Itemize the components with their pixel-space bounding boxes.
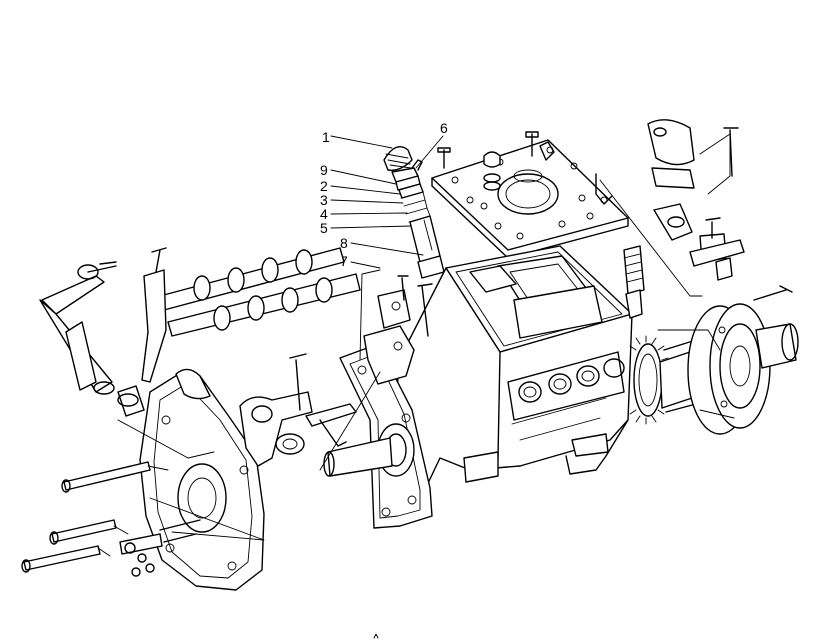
drive-pulley — [687, 285, 799, 435]
foot-mark — [373, 633, 379, 639]
callout-9: 9 — [320, 162, 328, 178]
callout-3: 3 — [320, 192, 328, 208]
delivery-valve-holders — [623, 245, 645, 319]
callout-6: 6 — [440, 120, 448, 136]
governor-spring-assembly — [383, 146, 445, 279]
mounting-bolts — [21, 461, 201, 577]
top-cover-plate — [431, 131, 629, 259]
callout-4: 4 — [320, 206, 328, 222]
callout-2: 2 — [320, 178, 328, 194]
drive-gear — [629, 335, 697, 425]
front-cover — [139, 368, 265, 591]
callout-5: 5 — [320, 220, 328, 236]
camshaft — [141, 247, 361, 383]
callout-labels: 1 6 9 2 3 4 5 8 7 — [320, 120, 448, 269]
assembly-guide-lines — [117, 133, 735, 541]
fuel-fitting — [647, 119, 745, 281]
leader-lines — [330, 135, 444, 269]
callout-8: 8 — [340, 235, 348, 251]
callout-1: 1 — [322, 129, 330, 145]
bracket-mount — [239, 353, 357, 467]
control-lever — [39, 261, 145, 417]
pump-housing — [323, 245, 633, 529]
